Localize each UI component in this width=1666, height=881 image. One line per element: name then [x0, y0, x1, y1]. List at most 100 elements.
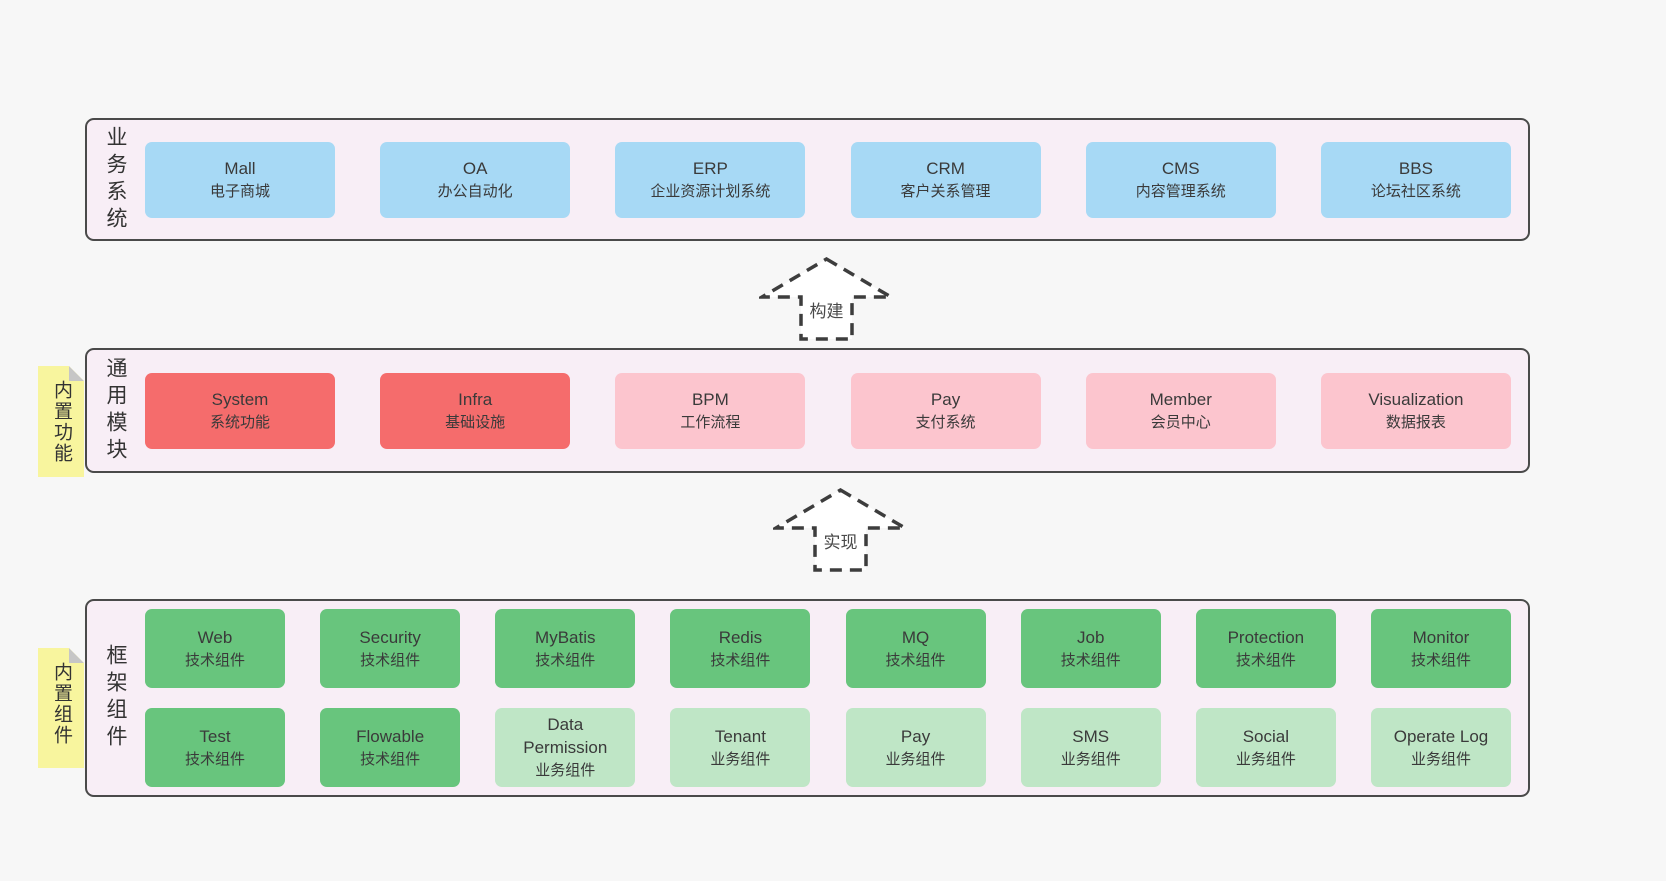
box-title: Tenant	[714, 726, 766, 746]
box-mall: Mall 电子商城	[145, 141, 335, 218]
box-subtitle: 论坛社区系统	[1370, 182, 1461, 200]
framework-components-grid: Web 技术组件 Security 技术组件 MyBatis 技术组件 Redi…	[128, 609, 1528, 787]
box-subtitle: 技术组件	[535, 651, 596, 669]
section-label: 框架组件	[104, 644, 127, 752]
box-title: BPM	[691, 389, 729, 409]
box-title: Operate Log	[1393, 726, 1489, 746]
box-subtitle: 技术组件	[1235, 651, 1296, 669]
box-title: OA	[462, 158, 488, 178]
sticky-note-label: 内置组件	[51, 662, 72, 746]
box-cms: CMS 内容管理系统	[1085, 141, 1276, 218]
box-subtitle: 业务组件	[885, 750, 946, 768]
box-subtitle: 支付系统	[915, 413, 976, 431]
box-title: MQ	[901, 627, 930, 647]
box-subtitle: 企业资源计划系统	[650, 182, 771, 200]
box-mq: MQ 技术组件	[845, 609, 986, 688]
box-title: Visualization	[1368, 389, 1464, 409]
box-title: Mall	[224, 158, 256, 178]
box-subtitle: 客户关系管理	[900, 182, 991, 200]
box-subtitle: 内容管理系统	[1135, 182, 1226, 200]
section-business-systems: 业务系统 Mall 电子商城 OA 办公自动化 ERP 企业资源计划系统 CRM…	[85, 118, 1530, 241]
box-title: CRM	[926, 158, 965, 178]
box-flowable: Flowable 技术组件	[320, 708, 461, 787]
arrow-implement: 实现	[773, 487, 908, 573]
section-common-modules: 通用模块 System 系统功能 Infra 基础设施 BPM 工作流程 Pay…	[85, 348, 1530, 473]
arrow-build: 构建	[759, 256, 894, 342]
box-bpm: BPM 工作流程	[615, 372, 806, 449]
section-framework-components: 框架组件 Web 技术组件 Security 技术组件 MyBatis 技术组件…	[85, 599, 1530, 797]
note-fold-icon	[69, 366, 84, 381]
box-title: Job	[1076, 627, 1105, 647]
box-social: Social 业务组件	[1195, 708, 1336, 787]
box-test: Test 技术组件	[145, 708, 285, 787]
box-subtitle: 技术组件	[1060, 651, 1121, 669]
box-subtitle: 业务组件	[1410, 750, 1471, 768]
arrow-label: 构建	[806, 297, 847, 322]
box-subtitle: 技术组件	[885, 651, 946, 669]
box-data-permission: Data Permission 业务组件	[495, 708, 636, 787]
business-systems-box-row: Mall 电子商城 OA 办公自动化 ERP 企业资源计划系统 CRM 客户关系…	[128, 141, 1528, 218]
box-monitor: Monitor 技术组件	[1370, 609, 1511, 688]
box-title: Pay	[900, 726, 931, 746]
box-title: Security	[359, 627, 421, 647]
box-visualization: Visualization 数据报表	[1320, 372, 1511, 449]
box-title: Monitor	[1412, 627, 1470, 647]
note-fold-icon	[69, 648, 84, 663]
arrow-label: 实现	[820, 528, 861, 553]
box-subtitle: 数据报表	[1385, 413, 1446, 431]
box-subtitle: 办公自动化	[437, 182, 513, 200]
sticky-note-builtin-components: 内置组件	[38, 648, 84, 768]
box-title: BBS	[1398, 158, 1433, 178]
sticky-note-label: 内置功能	[51, 380, 72, 464]
sticky-note-builtin-features: 内置功能	[38, 366, 84, 477]
box-title: Data Permission	[523, 715, 608, 757]
box-system: System 系统功能	[145, 372, 335, 449]
box-subtitle: 工作流程	[680, 413, 741, 431]
box-title: Infra	[458, 389, 493, 409]
box-title: Member	[1149, 389, 1212, 409]
box-subtitle: 技术组件	[360, 651, 421, 669]
box-title: Pay	[930, 389, 961, 409]
box-tenant: Tenant 业务组件	[670, 708, 811, 787]
box-pay-business: Pay 业务组件	[845, 708, 986, 787]
box-pay: Pay 支付系统	[850, 372, 1041, 449]
box-subtitle: 会员中心	[1150, 413, 1211, 431]
box-subtitle: 技术组件	[184, 651, 245, 669]
box-sms: SMS 业务组件	[1020, 708, 1161, 787]
box-oa: OA 办公自动化	[380, 141, 571, 218]
box-title: CMS	[1161, 158, 1200, 178]
box-subtitle: 业务组件	[1235, 750, 1296, 768]
box-subtitle: 技术组件	[1410, 651, 1471, 669]
box-title: SMS	[1072, 726, 1110, 746]
section-label: 业务系统	[104, 125, 127, 234]
box-subtitle: 业务组件	[710, 750, 771, 768]
box-mybatis: MyBatis 技术组件	[495, 609, 636, 688]
box-title: Test	[199, 726, 231, 746]
box-subtitle: 基础设施	[445, 413, 506, 431]
framework-row-1: Web 技术组件 Security 技术组件 MyBatis 技术组件 Redi…	[145, 609, 1511, 688]
section-label: 通用模块	[104, 356, 127, 465]
box-redis: Redis 技术组件	[670, 609, 811, 688]
box-infra: Infra 基础设施	[380, 372, 571, 449]
box-subtitle: 电子商城	[209, 182, 270, 200]
box-job: Job 技术组件	[1020, 609, 1161, 688]
box-title: System	[211, 389, 269, 409]
box-web: Web 技术组件	[145, 609, 285, 688]
box-bbs: BBS 论坛社区系统	[1320, 141, 1511, 218]
box-subtitle: 业务组件	[1060, 750, 1121, 768]
box-subtitle: 技术组件	[710, 651, 771, 669]
box-security: Security 技术组件	[320, 609, 461, 688]
box-subtitle: 技术组件	[184, 750, 245, 768]
box-erp: ERP 企业资源计划系统	[615, 141, 806, 218]
box-title: Redis	[718, 627, 763, 647]
box-operate-log: Operate Log 业务组件	[1370, 708, 1511, 787]
box-protection: Protection 技术组件	[1195, 609, 1336, 688]
box-title: Flowable	[356, 726, 425, 746]
box-title: ERP	[692, 158, 728, 178]
box-title: Web	[197, 627, 233, 647]
box-subtitle: 业务组件	[535, 762, 596, 779]
framework-row-2: Test 技术组件 Flowable 技术组件 Data Permission …	[145, 708, 1511, 787]
common-modules-box-row: System 系统功能 Infra 基础设施 BPM 工作流程 Pay 支付系统…	[128, 372, 1528, 449]
box-title: MyBatis	[535, 627, 596, 647]
box-subtitle: 技术组件	[360, 750, 421, 768]
